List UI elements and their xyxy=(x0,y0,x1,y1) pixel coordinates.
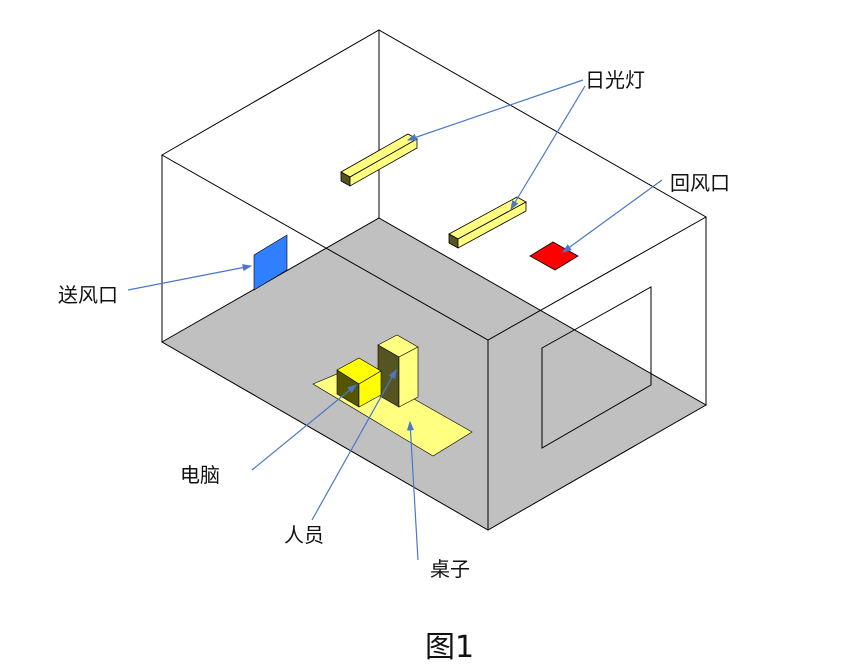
label-person: 人员 xyxy=(284,523,324,547)
supply-vent xyxy=(253,234,288,291)
callout-arrows xyxy=(127,79,663,561)
fluorescent-light xyxy=(340,133,418,187)
fluorescent-light xyxy=(448,196,527,249)
return-vent xyxy=(529,241,579,271)
person-block xyxy=(377,334,419,408)
label-desk: 桌子 xyxy=(430,557,470,581)
label-return-vent: 回风口 xyxy=(670,171,730,195)
window xyxy=(541,286,652,449)
label-computer: 电脑 xyxy=(180,463,220,487)
room-edges xyxy=(160,29,708,530)
label-light: 日光灯 xyxy=(585,68,645,92)
floor xyxy=(160,217,708,531)
figure-caption: 图1 xyxy=(425,630,475,665)
label-supply-vent: 送风口 xyxy=(58,283,118,307)
